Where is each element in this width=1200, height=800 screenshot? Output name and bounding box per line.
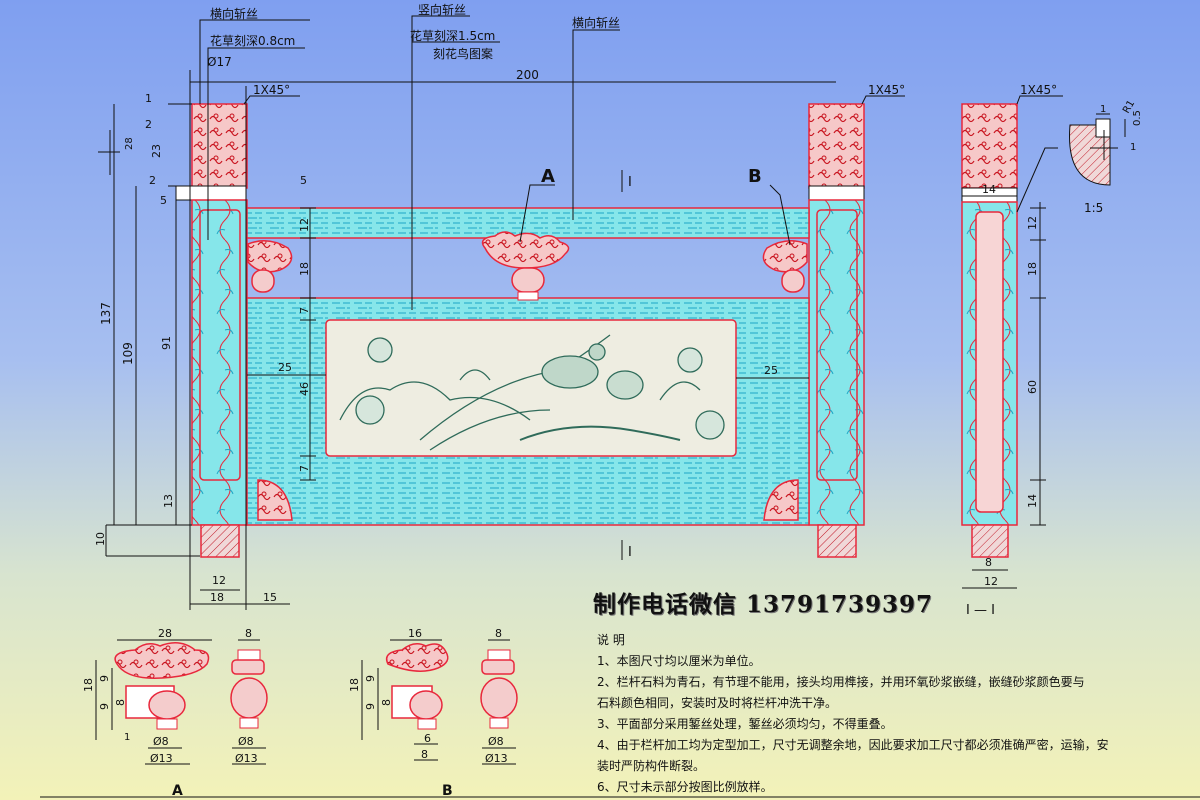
a-dim-phi8: Ø8 [153,735,169,748]
dim-width-200: 200 [516,68,539,82]
dim-7b: 7 [298,465,311,472]
dim-12: 12 [298,218,311,232]
notes-title: 说 明 [597,633,625,647]
dim-2: 2 [145,118,152,131]
det-dim-1: 1 [1100,104,1106,115]
drawing-labels: 横向斩丝 花草刻深0.8cm 竖向斩丝 花草刻深1.5cm 刻花鸟图案 横向斩丝… [82,2,1143,799]
b-dim-6: 6 [424,732,431,745]
bird-relief [339,334,725,451]
main-dimensions [98,15,905,610]
b-dim-18: 18 [348,678,361,692]
detail-scale: 1:5 [1084,201,1103,215]
detail-a [95,639,268,765]
sec-dim-12b: 12 [984,575,998,588]
marker-a: A [541,166,555,187]
dim-28: 28 [124,137,135,150]
dim-5-right: 5 [300,174,307,187]
dim-5: 5 [160,194,167,207]
label-chamfer-right: 1X45° [868,83,905,97]
dim-23: 23 [150,144,163,158]
dim-base-15: 15 [263,591,277,604]
dim-137: 137 [99,302,113,325]
dim-10: 10 [94,532,107,546]
section-mark-top: I [628,175,632,190]
det-dim-1b: 1 [1130,142,1136,153]
section-title: I — I [966,603,995,618]
notes-block: 说 明 1、本图尺寸均以厘米为单位。 2、栏杆石料为青石，有节理不能用，接头均用… [597,630,1109,798]
b-dim-phi8: Ø8 [488,735,504,748]
dim-25-left: 25 [278,361,292,374]
dim-18: 18 [298,262,311,276]
label-horizontal-chisel-1: 横向斩丝 [210,6,258,21]
label-carve-depth-08: 花草刻深0.8cm [210,33,295,48]
marker-b: B [748,166,762,187]
railing-panel [246,207,810,526]
b-dim-9a: 9 [364,675,377,682]
a2-dim-phi13: Ø13 [235,752,258,765]
a-dim-phi13: Ø13 [150,752,173,765]
label-horizontal-chisel-2: 横向斩丝 [572,15,620,30]
contact-info: 制作电话微信 13791739397 [593,591,934,618]
note-item: 装时严防构件断裂。 [597,759,706,773]
det-dim-05: 0.5 [1132,110,1143,126]
b-dim-8: 8 [495,627,502,640]
sec-dim-12: 12 [1026,216,1039,230]
b-dim-8v: 8 [380,699,393,706]
b-dim-9b: 9 [364,703,377,710]
note-item: 4、由于栏杆加工均为定型加工，尺寸无调整余地，因此要求加工尺寸都必须准确严密，运… [597,738,1109,752]
sec-dim-14b: 14 [1026,494,1039,508]
left-post [175,103,248,558]
label-vertical-chisel: 竖向斩丝 [418,2,466,17]
right-post [808,103,865,558]
a-dim-9b: 9 [98,703,111,710]
a2-dim-phi8: Ø8 [238,735,254,748]
b-dim-8h: 8 [421,748,428,761]
label-chamfer-left: 1X45° [253,83,290,97]
rosette-left [247,240,293,293]
dim-2b: 2 [149,174,156,187]
rosette-b [762,240,808,293]
detail-a-title: A [172,783,183,799]
label-bird-flower-pattern: 刻花鸟图案 [433,46,493,61]
section-i-i [961,95,1126,589]
dim-base-12: 12 [212,574,226,587]
label-chamfer-section: 1X45° [1020,83,1057,97]
dim-base-18: 18 [210,591,224,604]
sec-dim-18: 18 [1026,262,1039,276]
sec-dim-60: 60 [1026,380,1039,394]
dim-91: 91 [160,336,173,350]
dim-25-right: 25 [764,364,778,377]
note-item: 1、本图尺寸均以厘米为单位。 [597,654,761,668]
section-mark-bottom: I [628,545,632,560]
sec-dim-14: 14 [982,183,996,196]
b-dim-16: 16 [408,627,422,640]
b-dim-phi13: Ø13 [485,752,508,765]
a-dim-8v: 8 [114,699,127,706]
detail-b-title: B [442,783,453,799]
dim-109: 109 [121,342,135,365]
rosette-a [481,231,570,301]
a-dim-1: 1 [124,732,130,743]
dim-46: 46 [298,382,311,396]
note-item: 石料颜色相同，安装时及时将栏杆冲洗干净。 [597,696,838,710]
a-dim-8: 8 [245,627,252,640]
note-item: 6、尺寸未示部分按图比例放样。 [597,780,773,794]
note-item: 2、栏杆石料为青石，有节理不能用，接头均用榫接，并用环氧砂浆嵌缝，嵌缝砂浆颜色要… [597,675,1085,689]
dim-13: 13 [162,494,175,508]
sec-dim-8: 8 [985,556,992,569]
a-dim-9a: 9 [98,675,111,682]
dim-1: 1 [145,92,152,105]
label-carve-depth-15: 花草刻深1.5cm [410,28,495,43]
a-dim-18: 18 [82,678,95,692]
label-phi17: Ø17 [207,55,232,69]
a-dim-28: 28 [158,627,172,640]
detail-b [361,639,518,765]
dim-7a: 7 [298,307,311,314]
note-item: 3、平面部分采用錾丝处理，錾丝必须均匀，不得重叠。 [597,717,893,731]
